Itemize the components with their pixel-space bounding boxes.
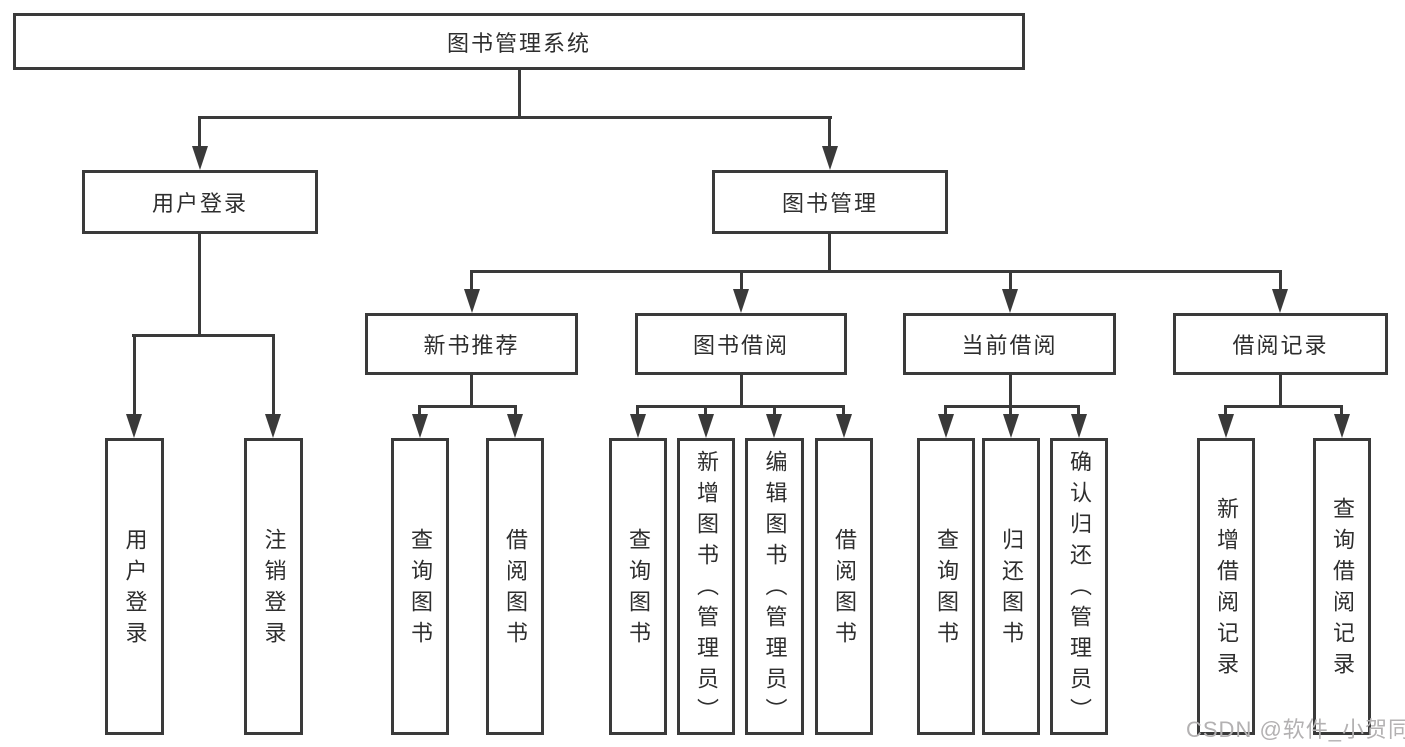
leaf-return-book-label: 归还图书 [999,527,1024,652]
leaf-query-book-newbooks-label: 查询图书 [408,527,433,652]
node-user-login: 用户登录 [82,170,318,234]
connector-drop-current-borrow [1009,270,1012,292]
leaf-borrow-book-borrow-label: 借阅图书 [832,527,857,652]
connector-current-borrow-branch [945,405,1080,408]
arrow-down-icon [265,414,281,438]
leaf-user-login-label: 用户登录 [122,527,148,652]
connector-drop-leaf [773,405,776,417]
connector-book-mgmt-branch [470,270,1282,273]
connector-root-stem [518,68,521,118]
leaf-borrow-book-newbooks-label: 借阅图书 [503,527,528,652]
connector-book-borrow-stem [740,373,743,407]
leaf-add-book: 新增图书（管理员） [677,438,735,735]
connector-new-books-stem [470,373,473,407]
connector-drop-leaf [1224,405,1227,417]
connector-drop-leaf [1077,405,1080,417]
leaf-query-record: 查询借阅记录 [1313,438,1371,735]
leaf-logout: 注销登录 [244,438,303,735]
arrow-down-icon [938,414,954,438]
node-book-borrow: 图书借阅 [635,313,847,375]
connector-drop-leaf [944,405,947,417]
leaf-query-book-current: 查询图书 [917,438,975,735]
arrow-down-icon [126,414,142,438]
connector-user-login-stem [198,232,201,336]
node-new-books: 新书推荐 [365,313,578,375]
node-book-mgmt: 图书管理 [712,170,948,234]
connector-drop-leaf [842,405,845,417]
arrow-down-icon [766,414,782,438]
arrow-down-icon [836,414,852,438]
arrow-down-icon [507,414,523,438]
leaf-add-record-label: 新增借阅记录 [1214,496,1239,683]
connector-drop-new-books [470,270,473,292]
connector-drop-leaf [272,334,275,416]
connector-user-login-branch [132,334,275,337]
connector-borrow-records-branch [1225,405,1343,408]
connector-drop-user-login [198,116,201,150]
leaf-user-login: 用户登录 [105,438,164,735]
connector-book-borrow-branch [637,405,845,408]
arrow-down-icon [822,146,838,170]
leaf-borrow-book-borrow: 借阅图书 [815,438,873,735]
leaf-query-record-label: 查询借阅记录 [1330,496,1355,683]
leaf-return-book: 归还图书 [982,438,1040,735]
arrow-down-icon [1002,289,1018,313]
node-current-borrow: 当前借阅 [903,313,1116,375]
connector-drop-leaf [704,405,707,417]
arrow-down-icon [192,146,208,170]
csdn-watermark: CSDN @软件_小贺同学 [1186,717,1405,742]
connector-drop-borrow-records [1279,270,1282,292]
leaf-edit-book-label: 编辑图书（管理员） [762,450,788,729]
node-book-borrow-label: 图书借阅 [692,333,789,358]
arrow-down-icon [733,289,749,313]
leaf-borrow-book-newbooks: 借阅图书 [486,438,544,735]
leaf-query-book-newbooks: 查询图书 [391,438,449,735]
leaf-edit-book: 编辑图书（管理员） [745,438,804,735]
node-root-label: 图书管理系统 [446,30,591,56]
arrow-down-icon [412,414,428,438]
connector-drop-book-mgmt [828,116,831,150]
node-borrow-records-label: 借阅记录 [1232,333,1329,358]
connector-borrow-records-stem [1279,373,1282,407]
arrow-down-icon [1071,414,1087,438]
connector-drop-leaf [1009,405,1012,417]
connector-new-books-branch [419,405,517,408]
node-new-books-label: 新书推荐 [423,333,520,358]
connector-drop-leaf [1340,405,1343,417]
arrow-down-icon [1272,289,1288,313]
arrow-down-icon [1003,414,1019,438]
connector-drop-book-borrow [740,270,743,292]
connector-drop-leaf [514,405,517,417]
arrow-down-icon [630,414,646,438]
node-user-login-label: 用户登录 [151,191,248,216]
connector-drop-leaf [418,405,421,417]
arrow-down-icon [1218,414,1234,438]
arrow-down-icon [464,289,480,313]
leaf-logout-label: 注销登录 [261,527,287,652]
node-borrow-records: 借阅记录 [1173,313,1388,375]
arrow-down-icon [1334,414,1350,438]
leaf-confirm-return: 确认归还（管理员） [1050,438,1108,735]
arrow-down-icon [698,414,714,438]
connector-drop-leaf [636,405,639,417]
connector-root-branch [198,116,832,119]
connector-current-borrow-stem [1009,373,1012,407]
connector-book-mgmt-stem [828,232,831,272]
leaf-add-book-label: 新增图书（管理员） [694,450,719,729]
leaf-confirm-return-label: 确认归还（管理员） [1067,450,1092,729]
node-book-mgmt-label: 图书管理 [781,191,878,216]
connector-drop-leaf [133,334,136,416]
leaf-query-book-borrow: 查询图书 [609,438,667,735]
node-current-borrow-label: 当前借阅 [961,333,1058,358]
leaf-add-record: 新增借阅记录 [1197,438,1255,735]
leaf-query-book-current-label: 查询图书 [934,527,959,652]
node-root: 图书管理系统 [13,13,1025,70]
leaf-query-book-borrow-label: 查询图书 [626,527,651,652]
